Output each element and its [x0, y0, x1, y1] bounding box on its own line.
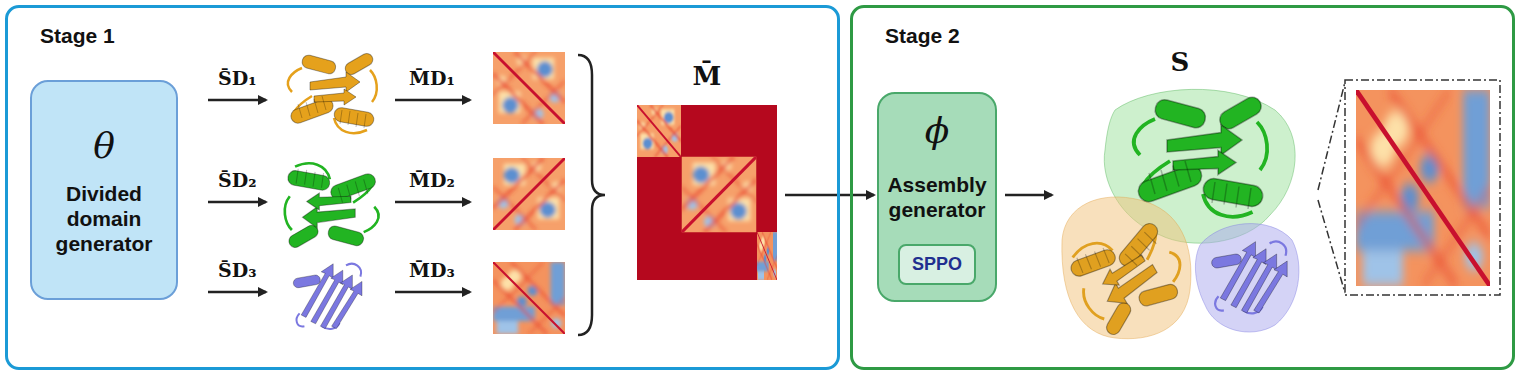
- domain-structure: [285, 163, 379, 249]
- domain-structure: [288, 51, 377, 133]
- connector-arrow: [785, 194, 874, 197]
- connector-arrow: [1005, 194, 1052, 197]
- stage-panel: Stage 2 ϕAssembly generatorSPPO S: [850, 5, 1515, 370]
- arrow-label: M̄D₂: [409, 170, 455, 191]
- zoom-lines: [1318, 80, 1500, 295]
- generator-box: ϕAssembly generatorSPPO: [877, 92, 997, 302]
- stage-heading: Stage 1: [40, 24, 115, 48]
- arrow-label: S̄D₂: [218, 170, 257, 191]
- parameter-symbol: θ: [93, 124, 115, 167]
- assembled-structure-node: S: [1055, 48, 1305, 348]
- arrow-label: M̄D₁: [409, 68, 455, 89]
- box-label: SPPO: [912, 254, 962, 275]
- assembled-distance-map: [1356, 90, 1490, 286]
- brace: [578, 55, 605, 335]
- generator-box: θDivided domain generator: [30, 80, 178, 300]
- arrow-label: S̄D₃: [218, 260, 257, 281]
- domain-structure: [293, 264, 362, 329]
- box-label: Divided domain generator: [40, 181, 168, 257]
- block-matrix-node: M̄: [637, 62, 777, 282]
- arrow-label: M̄D₃: [409, 260, 455, 281]
- block-matrix: [637, 105, 777, 280]
- distance-map: [493, 158, 565, 230]
- method-tag: SPPO: [898, 244, 976, 285]
- parameter-symbol: ϕ: [925, 109, 950, 152]
- stage-heading: Stage 2: [885, 24, 960, 48]
- distance-map: [493, 262, 565, 334]
- arrow-label: S̄D₁: [218, 68, 257, 89]
- box-label: Assembly generator: [887, 172, 987, 222]
- symbol-label: M̄: [637, 62, 777, 91]
- assembled-structure: [1061, 89, 1299, 341]
- distance-map: [493, 52, 565, 124]
- symbol-label: S: [1055, 48, 1305, 77]
